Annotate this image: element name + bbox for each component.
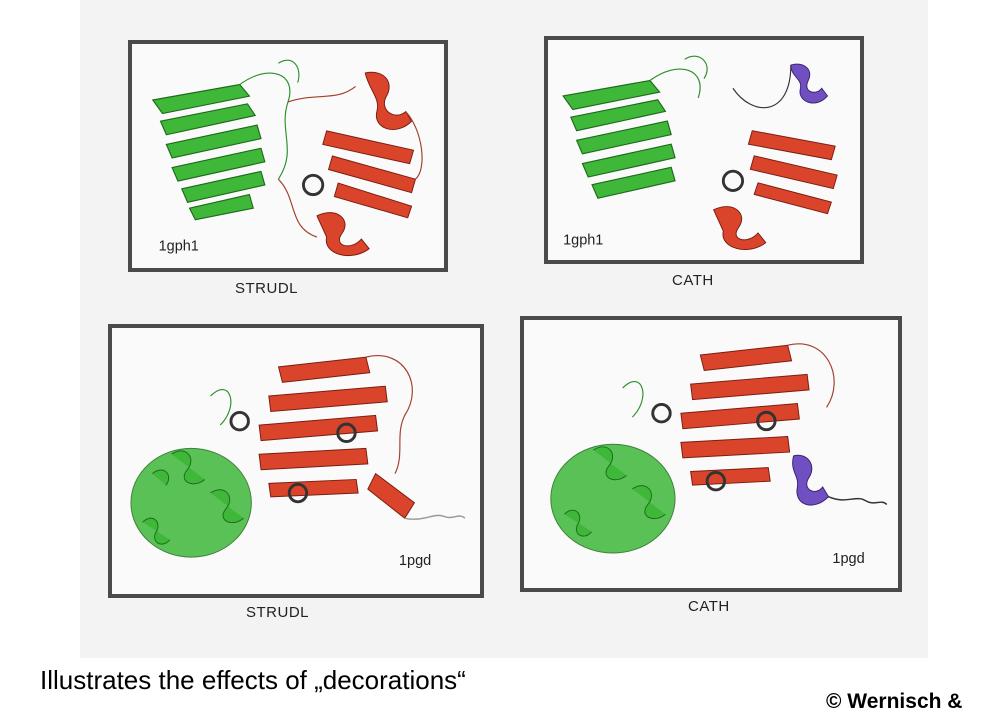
method-label: STRUDL [246,604,310,621]
protein-structure-1pgd-cath: 1pgd [550,343,888,567]
slide-caption: Illustrates the effects of „decorations“ [40,665,466,695]
structure-id-label: 1gph1 [159,239,199,255]
structure-id-label: 1pgd [832,551,864,567]
protein-structure-1pgd-strudl: 1pgd [130,355,466,569]
panel-1gph1-strudl: 1gph1 [128,40,448,272]
panel-1pgd-cath: 1pgd [520,316,902,592]
method-label: CATH [672,272,714,289]
method-label: STRUDL [235,280,299,297]
protein-structure-1gph1-cath: 1gph1 [562,55,838,250]
protein-structure-1gph1-strudl: 1gph1 [151,59,423,257]
panel-1pgd-strudl: 1pgd [108,324,484,598]
method-label: CATH [688,598,730,615]
panel-1gph1-cath: 1gph1 [544,36,864,264]
structure-id-label: 1pgd [399,553,431,569]
structure-id-label: 1gph1 [563,233,603,249]
copyright-credit: © Wernisch & [826,690,963,713]
